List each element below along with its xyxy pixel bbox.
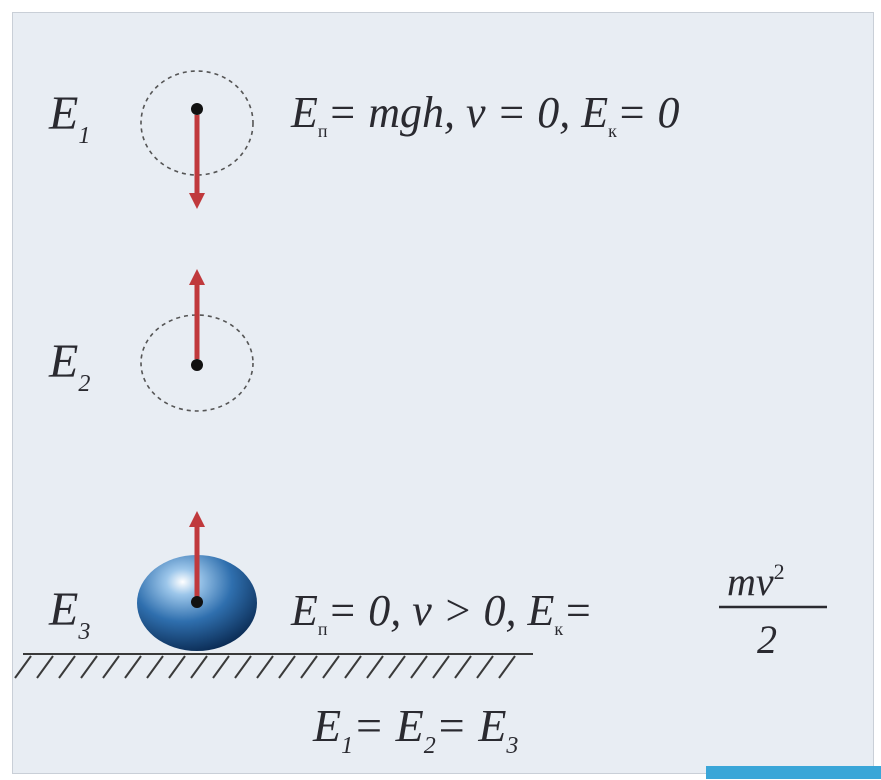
diagram-panel: E1 Eп= mgh, v = 0, Eк= 0 E2 E3 Eп= 0, v … — [12, 12, 874, 774]
ground-hatch — [344, 655, 362, 679]
state-1-formula: Eп= mgh, v = 0, Eк= 0 — [290, 88, 680, 141]
ground-hatch — [58, 655, 76, 679]
ground-hatch — [234, 655, 252, 679]
ground-hatch — [454, 655, 472, 679]
ball-position-1-dot — [191, 103, 203, 115]
arrow-down-1 — [189, 115, 205, 209]
state-3-label: E3 — [48, 583, 90, 645]
svg-text:2: 2 — [757, 617, 777, 662]
ground-hatch — [432, 655, 450, 679]
ground-hatch — [256, 655, 274, 679]
ball-position-2-dot — [191, 359, 203, 371]
arrow-up-2 — [189, 269, 205, 359]
ground-hatch — [102, 655, 120, 679]
ground-hatch — [36, 655, 54, 679]
energy-conservation-diagram: E1 Eп= mgh, v = 0, Eк= 0 E2 E3 Eп= 0, v … — [14, 70, 827, 759]
ground-hatch — [300, 655, 318, 679]
ground-hatch — [212, 655, 230, 679]
svg-text:mv2: mv2 — [727, 559, 785, 604]
ground-hatch — [124, 655, 142, 679]
kinetic-energy-fraction: mv2 2 — [719, 559, 827, 662]
ground-hatch — [14, 655, 32, 679]
ground-hatch — [366, 655, 384, 679]
ground-hatch — [322, 655, 340, 679]
ball-center-dot — [191, 596, 203, 608]
state-2-label: E2 — [48, 335, 90, 397]
watermark-logo — [706, 766, 881, 779]
ground-hatch — [80, 655, 98, 679]
energy-equality: E1= E2= E3 — [312, 700, 518, 759]
state-3-formula: Eп= 0, v > 0, Eк= — [290, 586, 593, 639]
state-1-label: E1 — [48, 87, 90, 149]
ground-hatch — [168, 655, 186, 679]
ground-hatch — [146, 655, 164, 679]
ground-surface — [14, 653, 533, 679]
arrow-up-3 — [189, 511, 205, 599]
ground-hatch — [190, 655, 208, 679]
ground-hatch — [498, 655, 516, 679]
ground-hatch — [278, 655, 296, 679]
ground-hatch — [388, 655, 406, 679]
position-1-outline — [140, 70, 254, 176]
position-2-outline — [140, 314, 254, 412]
ground-hatch — [410, 655, 428, 679]
ground-hatch — [476, 655, 494, 679]
